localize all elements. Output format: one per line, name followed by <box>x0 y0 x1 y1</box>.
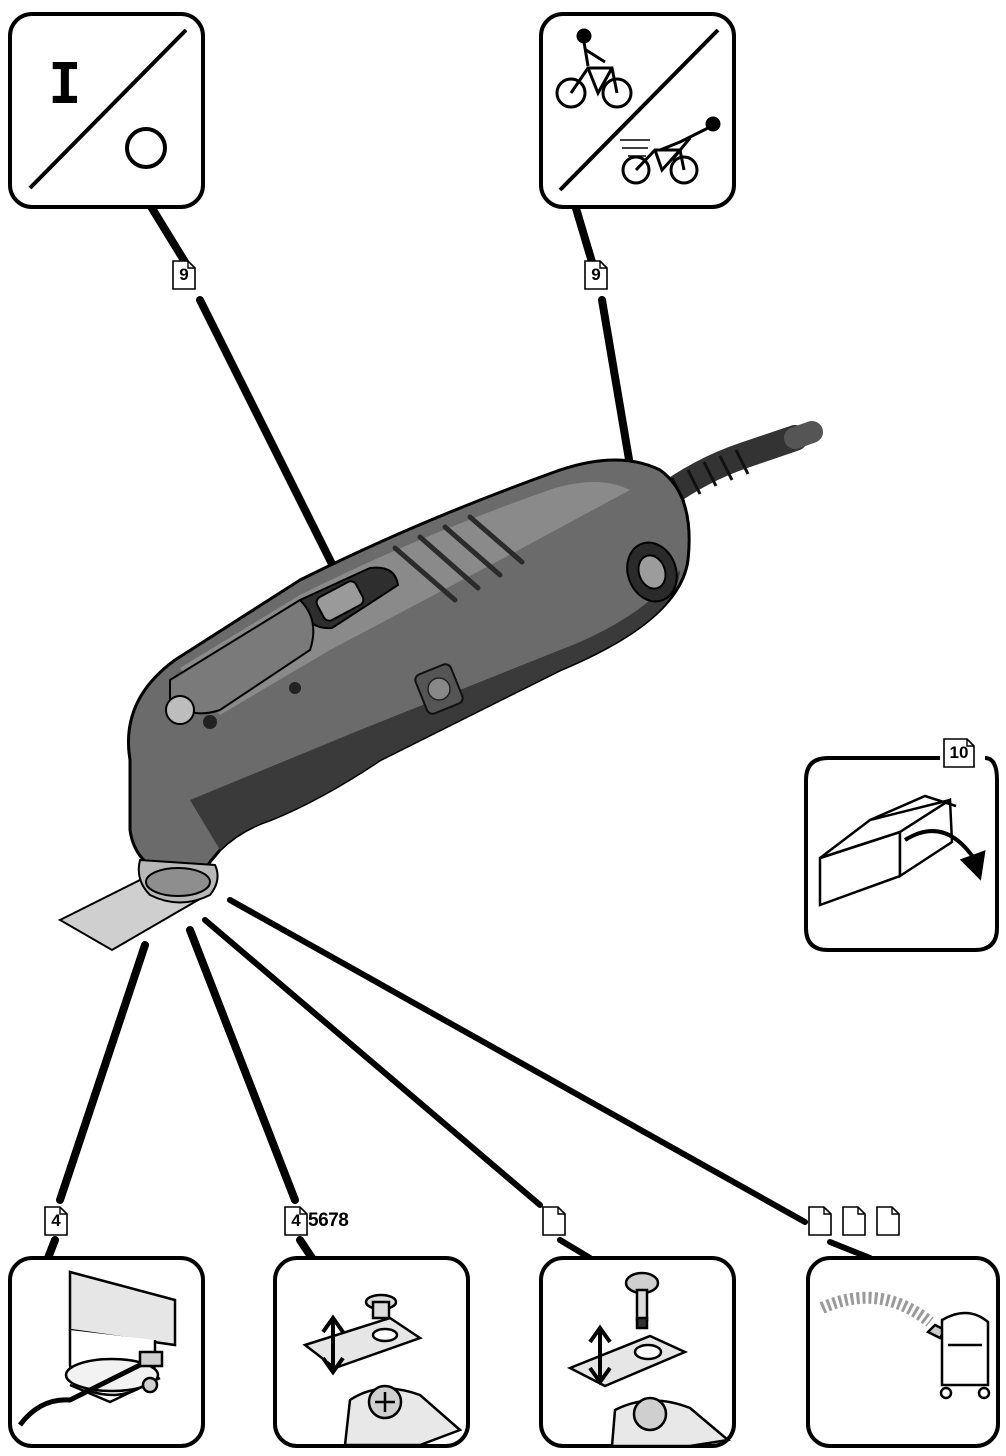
panel-dust-extraction <box>806 1256 1000 1448</box>
panel-speed-selection <box>539 12 736 209</box>
panel-tool-change <box>273 1256 470 1448</box>
power-cable <box>647 421 823 513</box>
page-ref-unpack: 10 <box>943 738 975 768</box>
on-symbol: I <box>48 52 82 117</box>
panel-quick-change <box>539 1256 736 1448</box>
speed-selection-wheel <box>626 541 678 603</box>
vacuum-extraction-icon <box>819 1291 991 1400</box>
leader-dust <box>227 897 873 1261</box>
page-ref-speed: 9 <box>584 260 608 290</box>
leader-tool-change <box>186 926 316 1262</box>
off-symbol-icon <box>125 127 167 169</box>
page-ref-switch-number: 9 <box>179 265 189 284</box>
page-ref-unpack-number: 10 <box>949 743 969 762</box>
tool-change-screw-icon <box>302 1293 463 1447</box>
fast-cyclist-icon <box>620 116 721 185</box>
page-ref-speed-number: 9 <box>591 265 601 284</box>
page-ref-dust <box>808 1206 900 1236</box>
quick-change-pin-icon <box>566 1271 731 1448</box>
page-ref-depth-stop-number: 4 <box>51 1211 61 1230</box>
page-ref-tool-change: 4 5678 <box>284 1206 349 1236</box>
panel-unpack <box>804 756 999 952</box>
panel-depth-stop <box>8 1256 205 1448</box>
brand-logo-plate <box>414 663 464 715</box>
page-ref-tool-change-extra: 5678 <box>308 1210 349 1231</box>
oscillating-multi-tool-illustration <box>57 421 823 952</box>
page-ref-depth-stop: 4 <box>44 1206 68 1236</box>
depth-stop-icon <box>17 1270 177 1427</box>
page-ref-switch: 9 <box>172 260 196 290</box>
unpack-box-icon <box>818 794 986 907</box>
page-ref-quick-change <box>542 1206 566 1236</box>
leader-lines <box>44 201 873 1262</box>
leader-depth-stop <box>44 941 149 1262</box>
leader-switch <box>146 201 349 594</box>
slow-cyclist-icon <box>555 28 633 109</box>
leader-quick-change <box>202 917 593 1261</box>
page-ref-tool-change-number: 4 <box>291 1211 301 1230</box>
panel-on-off-switch: I <box>8 12 205 209</box>
